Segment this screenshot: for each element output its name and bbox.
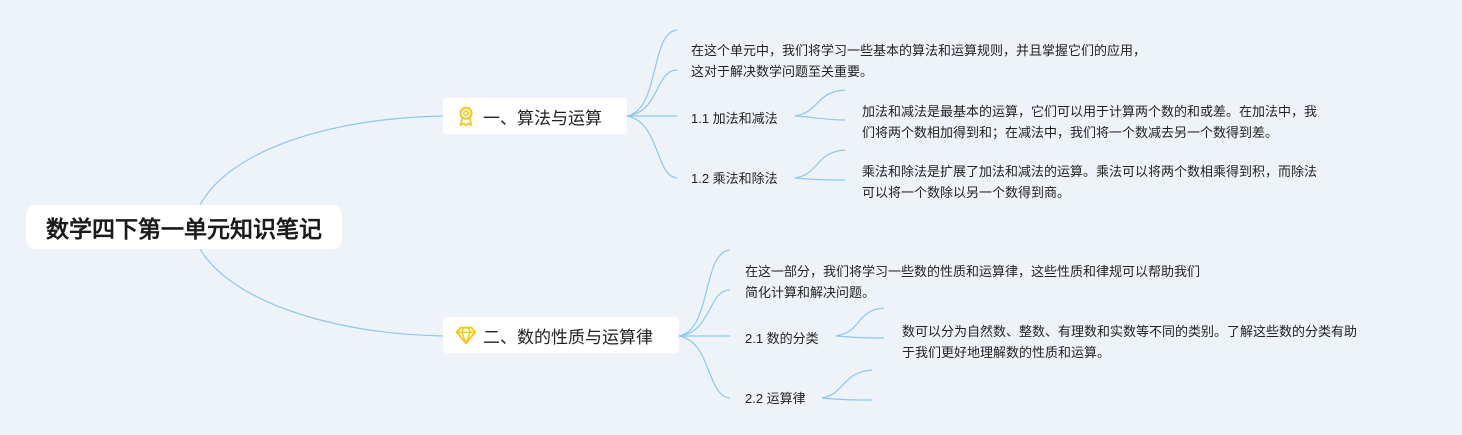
sub-node-2-1[interactable]: 2.1 数的分类 [745,331,819,346]
branch-node-1[interactable]: 一、算法与运算 [443,98,627,134]
link-b1-intro [626,29,678,117]
root-node-title[interactable]: 数学四下第一单元知识笔记 [26,205,342,249]
link-root-branch-1 [199,115,444,206]
link-root-branch-2 [199,248,444,337]
link-b2-sub2-detail [821,369,873,399]
sub-1-2-detail: 乘法和除法是扩展了加法和减法的运算。乘法可以将两个数相乘得到积，而除法 可以将一… [862,161,1317,203]
text-line: 乘法和除法是扩展了加法和减法的运算。乘法可以将两个数相乘得到积，而除法 [862,164,1318,179]
text-line: 数可以分为自然数、整数、有理数和实数等不同的类别。了解这些数的分类有助 [902,324,1358,339]
link-b2-sub1-detail [835,307,885,337]
text-line: 简化计算和解决问题。 [745,285,876,300]
text-line: 加法和减法是最基本的运算，它们可以用于计算两个数的和或差。在加法中，我 [862,104,1318,119]
sub-node-1-1[interactable]: 1.1 加法和减法 [691,111,778,126]
link-b1-sub2-detail-2 [794,177,846,181]
text-line: 们将两个数相加得到和；在减法中，我们将一个数减去另一个数得到差。 [862,125,1279,140]
text-line: 这对于解决数学问题至关重要。 [691,64,874,79]
branch-title: 二、数的性质与运算律 [483,327,653,347]
branch-2-intro: 在这一部分，我们将学习一些数的性质和运算律，这些性质和律规可以帮助我们 简化计算… [745,261,1200,303]
link-b2-intro-2 [678,289,731,337]
branch-1-intro: 在这个单元中，我们将学习一些基本的算法和运算规则，并且掌握它们的应用， 这对于解… [691,40,1146,82]
branch-node-2[interactable]: 二、数的性质与运算律 [443,317,679,353]
link-b1-sub1-detail [794,89,846,117]
sub-2-1-detail: 数可以分为自然数、整数、有理数和实数等不同的类别。了解这些数的分类有助 于我们更… [902,321,1357,363]
text-line: 于我们更好地理解数的性质和运算。 [902,345,1111,360]
diamond-gem-icon [455,326,477,345]
sub-node-1-2[interactable]: 1.2 乘法和除法 [691,171,778,186]
text-line: 在这一部分，我们将学习一些数的性质和运算律，这些性质和律规可以帮助我们 [745,264,1201,279]
sub-1-1-detail: 加法和减法是最基本的运算，它们可以用于计算两个数的和或差。在加法中，我 们将两个… [862,101,1317,143]
link-b1-sub2 [626,115,678,179]
link-b1-sub1-detail-2 [794,115,846,121]
text-line: 在这个单元中，我们将学习一些基本的算法和运算规则，并且掌握它们的应用， [691,43,1147,58]
branch-title: 一、算法与运算 [483,108,602,128]
ribbon-award-icon [459,106,473,127]
link-b2-intro [678,249,731,337]
link-b2-sub1-detail-2 [835,335,885,339]
text-line: 可以将一个数除以另一个数得到商。 [862,185,1071,200]
sub-node-2-2[interactable]: 2.2 运算律 [745,391,806,406]
link-b1-intro-2 [626,69,678,117]
link-b2-sub2 [678,335,731,399]
link-b1-sub2-detail [794,149,846,179]
link-b2-sub2-detail-2 [821,397,873,401]
